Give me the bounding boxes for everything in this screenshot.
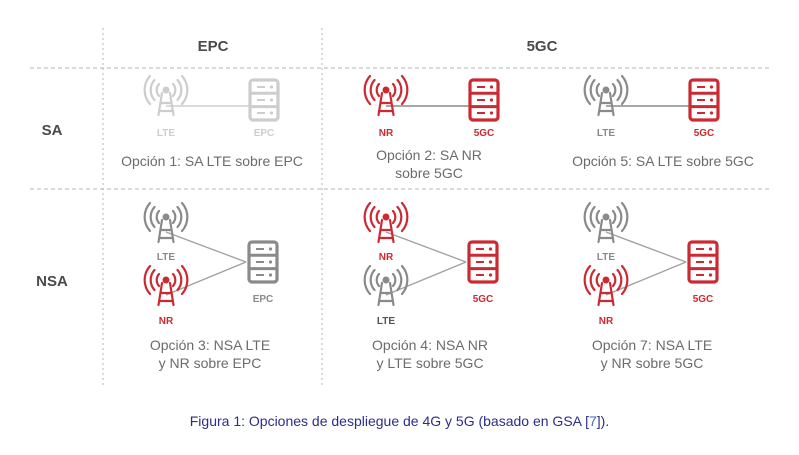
antenna-icon <box>143 201 189 244</box>
figure-caption-text: Figura 1: Opciones de despliegue de 4G y… <box>189 413 589 429</box>
5gc-label: 5GC <box>474 128 495 139</box>
server-icon <box>687 240 719 284</box>
antenna-icon <box>583 264 629 307</box>
lte-label: LTE <box>377 316 395 327</box>
column-header-epc: EPC <box>198 38 229 55</box>
option-1-cell: LTE EPC Opción 1: SA LTE sobre EPC <box>121 74 303 169</box>
row-header-sa: SA <box>42 122 63 139</box>
option-7-caption-line1: Opción 7: NSA LTE <box>592 337 712 353</box>
option-4-cell: NR LTE 5GC Opción 4: NSA NR y LTE sobre … <box>363 201 499 371</box>
antenna-icon <box>363 264 409 307</box>
server-icon <box>247 240 279 284</box>
option-4-caption-line1: Opción 4: NSA NR <box>372 337 488 353</box>
epc-label: EPC <box>253 294 274 305</box>
option-2-caption-line1: Opción 2: SA NR <box>376 147 482 163</box>
nr-label: NR <box>599 316 614 327</box>
5gc-label: 5GC <box>693 294 714 305</box>
option-3-caption-line2: y NR sobre EPC <box>159 355 262 371</box>
row-header-nsa: NSA <box>36 273 68 290</box>
figure-caption: Figura 1: Opciones de despliegue de 4G y… <box>0 413 799 429</box>
5gc-label: 5GC <box>473 294 494 305</box>
antenna-icon <box>363 74 409 117</box>
antenna-icon <box>143 264 189 307</box>
deployment-options-diagram: EPC 5GC SA NSA LTE EPC Opción 1: SA LTE … <box>30 28 770 385</box>
server-icon <box>248 78 280 122</box>
nr-label: NR <box>379 252 394 263</box>
figure-caption-text-end: ]). <box>596 413 610 429</box>
lte-label: LTE <box>597 252 615 263</box>
option-7-caption-line2: y NR sobre 5GC <box>601 355 704 371</box>
5gc-label: 5GC <box>694 128 715 139</box>
link-line <box>605 231 687 263</box>
server-icon <box>688 78 720 122</box>
option-3-caption-line1: Opción 3: NSA LTE <box>150 337 270 353</box>
column-header-5gc: 5GC <box>527 38 558 55</box>
option-1-caption: Opción 1: SA LTE sobre EPC <box>121 153 303 169</box>
link-line <box>385 261 467 296</box>
nr-label: NR <box>159 316 174 327</box>
option-5-caption: Opción 5: SA LTE sobre 5GC <box>572 153 754 169</box>
option-5-cell: LTE 5GC Opción 5: SA LTE sobre 5GC <box>572 74 754 169</box>
antenna-icon <box>583 74 629 117</box>
epc-label: EPC <box>254 128 275 139</box>
link-line <box>605 261 687 296</box>
antenna-icon <box>583 201 629 244</box>
link-line <box>165 231 247 263</box>
server-icon <box>467 240 499 284</box>
server-icon <box>468 78 500 122</box>
link-line <box>385 231 467 263</box>
antenna-icon <box>363 201 409 244</box>
option-3-cell: LTE NR EPC Opción 3: NSA LTE y NR sobre … <box>143 201 279 371</box>
reference-link[interactable]: 7 <box>589 413 597 429</box>
option-2-cell: NR 5GC Opción 2: SA NR sobre 5GC <box>363 74 500 181</box>
lte-label: LTE <box>157 128 175 139</box>
antenna-icon <box>143 74 189 117</box>
option-2-caption-line2: sobre 5GC <box>395 165 463 181</box>
link-line <box>165 261 247 296</box>
option-4-caption-line2: y LTE sobre 5GC <box>376 355 483 371</box>
lte-label: LTE <box>157 252 175 263</box>
nr-label: NR <box>379 128 394 139</box>
lte-label: LTE <box>597 128 615 139</box>
option-7-cell: LTE NR 5GC Opción 7: NSA LTE y NR sobre … <box>583 201 719 371</box>
